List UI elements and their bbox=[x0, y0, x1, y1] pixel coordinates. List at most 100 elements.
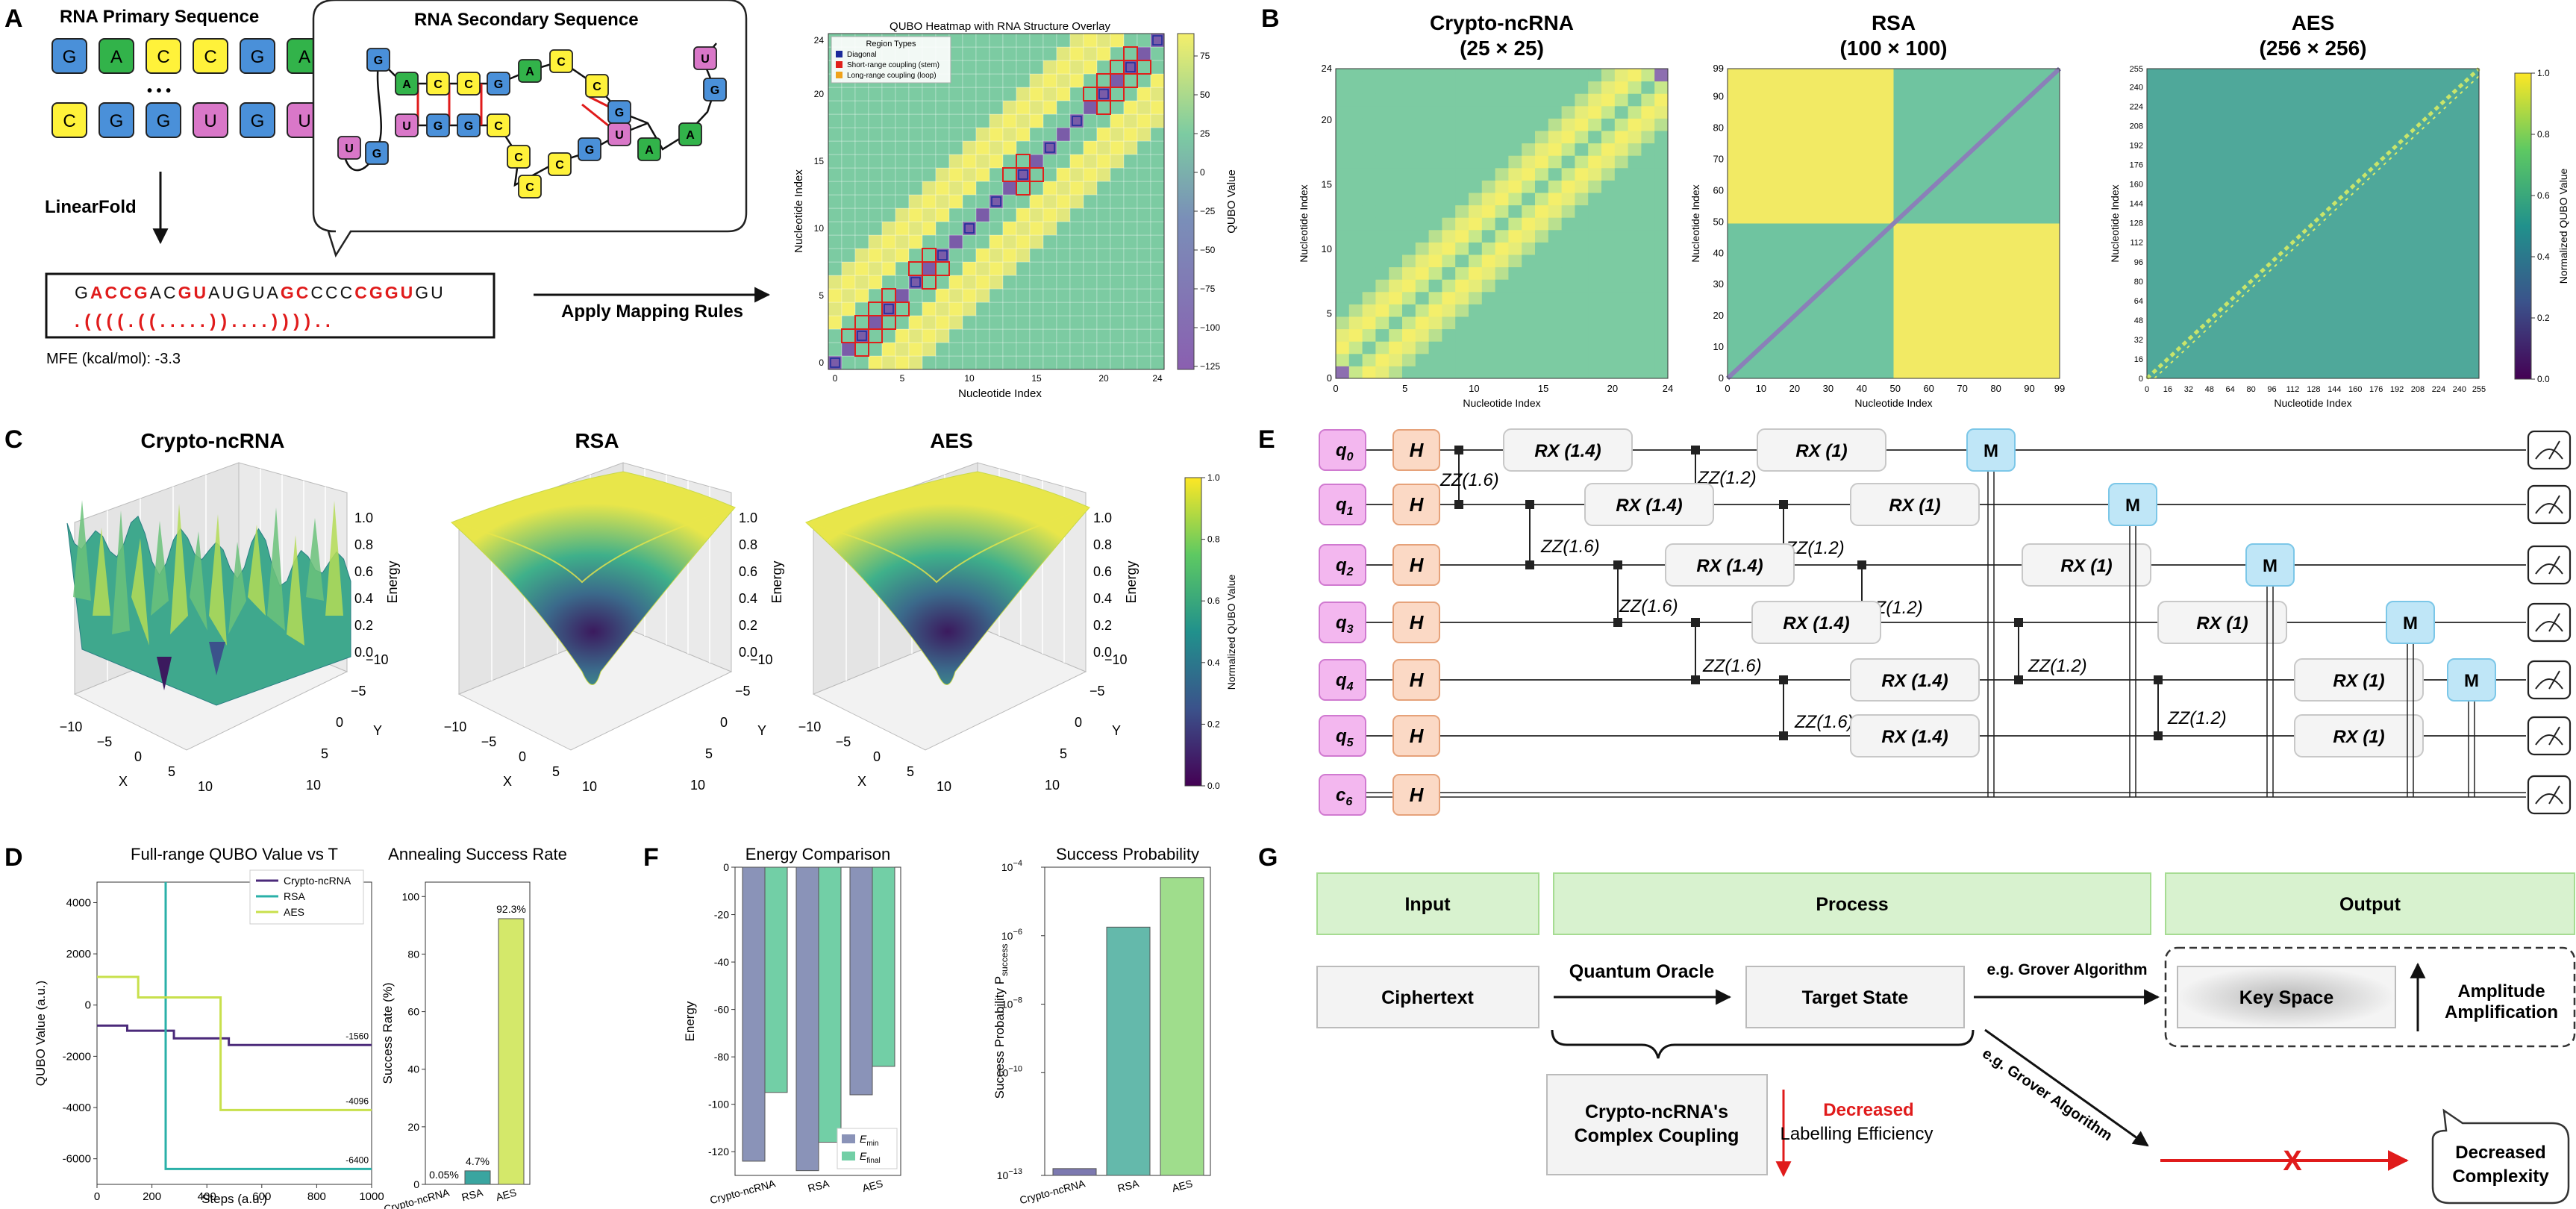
heatmap-cell bbox=[1137, 87, 1151, 101]
stem-coupling-cell bbox=[1016, 181, 1031, 196]
rna-nucleotide bbox=[337, 136, 361, 160]
heatmap-cell bbox=[1016, 87, 1031, 101]
heatmap-cell bbox=[1029, 154, 1044, 169]
x-tick-label: 400 bbox=[198, 1190, 216, 1203]
z-tick: 0.6 bbox=[739, 564, 757, 579]
heatmap-cell bbox=[841, 315, 856, 330]
rna-nucleotide-letter: C bbox=[434, 78, 443, 91]
zz-gate-label: ZZ(1.2) bbox=[2028, 656, 2087, 676]
heatmap-cell bbox=[1042, 181, 1057, 196]
heatmap-cell bbox=[1123, 234, 1138, 249]
heatmap-cell bbox=[828, 140, 842, 155]
nucleotide-letter: G bbox=[251, 111, 265, 131]
grover-label-top: e.g. Grover Algorithm bbox=[1986, 961, 2147, 978]
stem-coupling-cell bbox=[1016, 154, 1031, 169]
b-cell bbox=[1375, 229, 1389, 243]
z-tick: 0.0 bbox=[739, 645, 757, 660]
heatmap-cell bbox=[1137, 248, 1151, 263]
heatmap-cell bbox=[989, 181, 1004, 196]
heatmap-cell bbox=[1042, 46, 1057, 61]
heatmap-cell bbox=[1016, 46, 1031, 61]
heatmap-cell bbox=[1002, 127, 1017, 142]
b-cell bbox=[1654, 366, 1669, 379]
heatmap-cell bbox=[935, 207, 950, 222]
heatmap-cell bbox=[1056, 234, 1071, 249]
heatmap-cell bbox=[1110, 140, 1125, 155]
heatmap-cell bbox=[1029, 302, 1044, 316]
b-cell bbox=[1336, 118, 1350, 131]
b-cell bbox=[1375, 93, 1389, 107]
heatmap-cell bbox=[975, 288, 990, 303]
heatmap-cell bbox=[962, 275, 977, 290]
b-cell bbox=[1641, 167, 1655, 181]
bar-category-label: Crypto-ncRNA bbox=[1018, 1177, 1087, 1206]
b-cell bbox=[1442, 328, 1456, 342]
b-cell bbox=[1654, 204, 1669, 218]
f-energy-title: Energy Comparison bbox=[745, 845, 890, 863]
b-cell bbox=[1336, 353, 1350, 366]
heatmap-cell bbox=[962, 33, 977, 48]
heatmap-cell bbox=[975, 302, 990, 316]
b-xtick: 99 bbox=[2054, 383, 2065, 394]
b-cell bbox=[1336, 204, 1350, 218]
b-cell bbox=[1548, 291, 1563, 304]
heatmap-cell bbox=[854, 100, 869, 115]
heatmap-cell bbox=[868, 288, 883, 303]
heatmap-cell bbox=[1029, 73, 1044, 88]
b-cell bbox=[1481, 254, 1496, 268]
b-cell bbox=[1362, 229, 1376, 243]
b-cell bbox=[1641, 217, 1655, 231]
heatmap-cell bbox=[1083, 234, 1098, 249]
heatmap-cell bbox=[962, 342, 977, 357]
measure-gate-label: M bbox=[2403, 613, 2418, 634]
heatmap-cell bbox=[1016, 207, 1031, 222]
heatmap-cell bbox=[1056, 342, 1071, 357]
y-tick-label: 60 bbox=[407, 1006, 419, 1018]
heatmap-cell bbox=[1029, 181, 1044, 196]
landscape-title: Crypto-ncRNA bbox=[141, 429, 285, 452]
colorbar-tick-label: 0.0 bbox=[2537, 374, 2550, 384]
panel-c: C Crypto-ncRNA0.00.20.40.60.81.0Energy−1… bbox=[4, 425, 1237, 794]
b-cell bbox=[1535, 353, 1549, 366]
b-cell bbox=[1415, 81, 1430, 94]
heatmap-xtick: 15 bbox=[1031, 373, 1042, 384]
b-cell bbox=[1375, 353, 1389, 366]
b-cell bbox=[1641, 180, 1655, 193]
rna-nucleotide-letter: A bbox=[686, 129, 695, 142]
b-cell bbox=[1336, 254, 1350, 268]
b-cell bbox=[1389, 105, 1403, 119]
b-xtick: 30 bbox=[1823, 383, 1833, 394]
qubit-letter: c bbox=[1336, 785, 1345, 805]
heatmap-cell bbox=[1002, 46, 1017, 61]
stem-coupling-cell bbox=[1137, 60, 1151, 75]
heatmap-cell bbox=[895, 140, 910, 155]
b-cell bbox=[1362, 155, 1376, 169]
b-cell bbox=[1561, 131, 1575, 144]
ylabel-subscript: success bbox=[999, 944, 1010, 976]
y-tick: 0 bbox=[1075, 715, 1082, 730]
heatmap-cell bbox=[908, 221, 923, 236]
b-cell bbox=[1575, 279, 1589, 293]
b-cell bbox=[1495, 254, 1509, 268]
b-cell bbox=[1508, 167, 1522, 181]
b-cell bbox=[1548, 316, 1563, 330]
output-header: Output bbox=[2339, 894, 2401, 915]
tick-base: 10 bbox=[1001, 999, 1013, 1010]
b-cell bbox=[1469, 180, 1483, 193]
heatmap-cell bbox=[989, 60, 1004, 75]
heatmap-cell bbox=[828, 167, 842, 182]
b-cell bbox=[1561, 341, 1575, 354]
b-cell bbox=[1348, 180, 1363, 193]
b-cell bbox=[1614, 242, 1629, 255]
heatmap-cell bbox=[828, 100, 842, 115]
bar bbox=[464, 1170, 491, 1185]
z-tick: 0.2 bbox=[354, 618, 373, 633]
heatmap-cell bbox=[975, 73, 990, 88]
heatmap-cell bbox=[1029, 194, 1044, 209]
b-cell bbox=[1535, 118, 1549, 131]
crypto-coupling-label-2: Complex Coupling bbox=[1575, 1125, 1739, 1146]
heatmap-cell bbox=[1096, 46, 1111, 61]
apply-mapping-label: Apply Mapping Rules bbox=[561, 302, 743, 322]
b-cell bbox=[1402, 105, 1416, 119]
zz-gate-label: ZZ(1.6) bbox=[1702, 656, 1762, 676]
